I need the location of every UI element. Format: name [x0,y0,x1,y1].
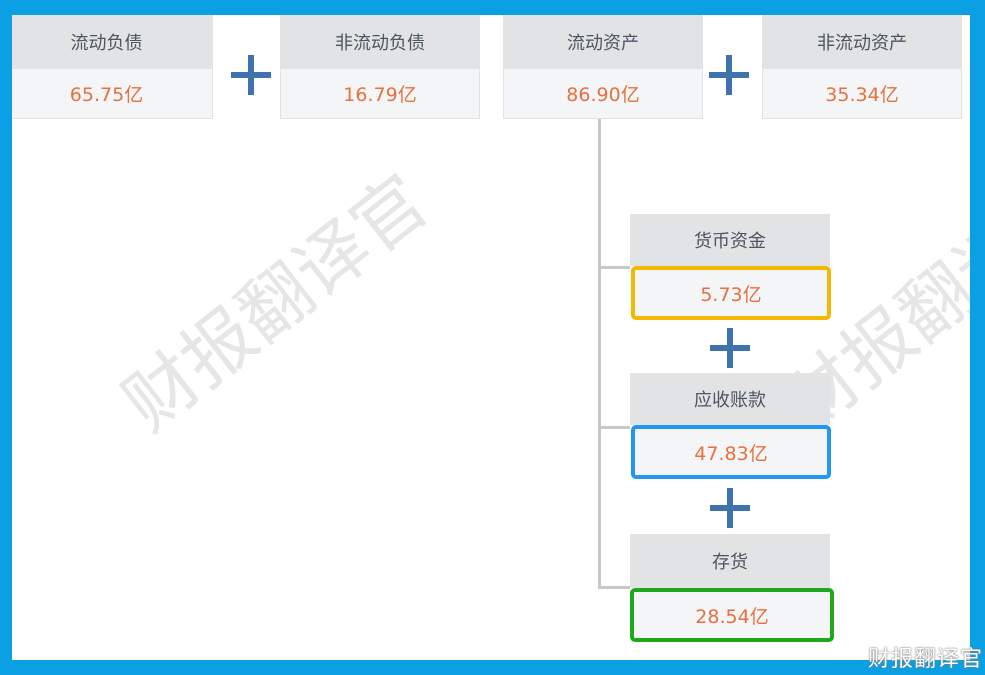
card-inventory-value: 28.54亿 [630,588,834,642]
signature-watermark: 财报翻译官 [867,647,983,672]
card-value: 86.90亿 [503,69,703,119]
plus-icon [231,55,271,95]
card-value: 35.34亿 [762,69,962,119]
card-value: 16.79亿 [280,69,480,119]
card-label: 非流动负债 [280,15,480,69]
card-current-assets: 流动资产 86.90亿 [503,15,703,119]
diagram-frame: 财报翻译官 财报翻译官 流动负债 65.75亿 非流动负债 16.79亿 流动资… [12,15,970,660]
card-label: 流动资产 [503,15,703,69]
card-label: 流动负债 [12,15,213,69]
connector-branch-2 [598,426,630,429]
card-inventory: 存货 [630,534,830,588]
card-label: 非流动资产 [762,15,962,69]
plus-icon [709,55,749,95]
connector-vertical [598,119,601,589]
watermark: 财报翻译官 [107,159,444,447]
connector-branch-1 [598,266,630,269]
card-cash: 货币资金 [630,214,830,266]
card-current-liabilities: 流动负债 65.75亿 [12,15,213,119]
card-label: 应收账款 [630,373,830,425]
card-value: 65.75亿 [12,69,213,119]
plus-icon [710,488,750,528]
plus-icon [710,328,750,368]
card-receivables: 应收账款 [630,373,830,425]
card-cash-value: 5.73亿 [631,266,831,320]
card-noncurrent-liabilities: 非流动负债 16.79亿 [280,15,480,119]
connector-branch-3 [598,586,630,589]
card-label: 货币资金 [630,214,830,266]
card-receivables-value: 47.83亿 [631,425,831,479]
card-label: 存货 [630,534,830,588]
card-noncurrent-assets: 非流动资产 35.34亿 [762,15,962,119]
